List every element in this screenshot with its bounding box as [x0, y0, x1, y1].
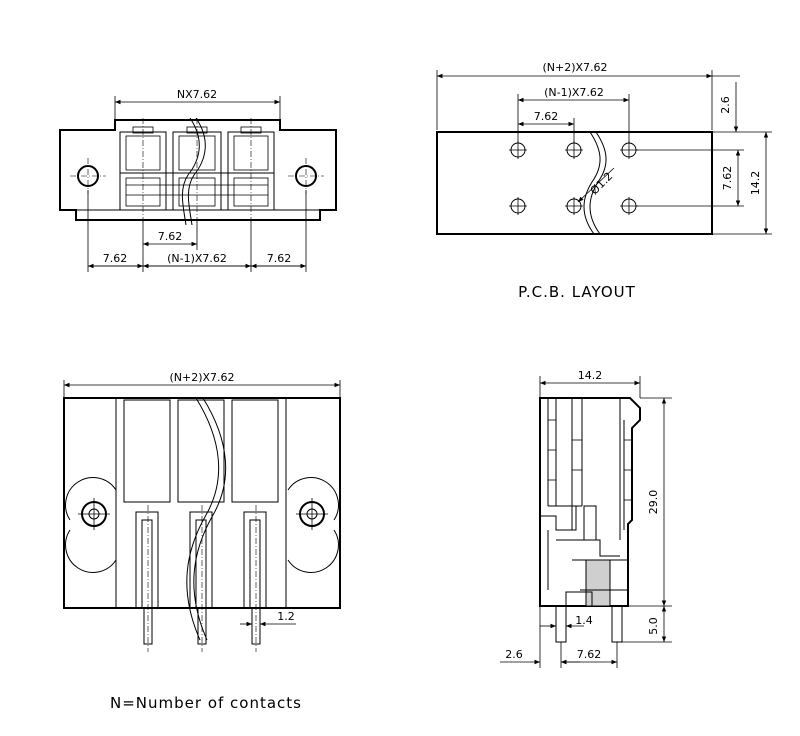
back-dim-overall: (N+2)X7.62 — [169, 371, 234, 384]
back-mount-hole-left — [78, 498, 110, 530]
side-dim-height: 29.0 — [647, 490, 660, 515]
contacts-note: N=Number of contacts — [110, 694, 302, 712]
front-view: NX7.62 7.62 7.62 (N-1)X7.62 7.62 — [59, 88, 337, 272]
side-view: 14.2 29.0 — [500, 369, 672, 668]
back-pins — [135, 505, 267, 652]
side-dim-pitch: 7.62 — [577, 648, 602, 661]
pcb-layout-view: Ø1.2 (N+2)X7.62 (N-1)X7.62 7.62 2.6 7.62… — [436, 61, 772, 301]
front-dim-middle: (N-1)X7.62 — [167, 252, 227, 265]
break-line — [181, 117, 200, 226]
front-dim-pitch: 7.62 — [158, 230, 183, 243]
front-dim-top: NX7.62 — [177, 88, 217, 101]
back-mount-hole-right — [296, 498, 328, 530]
pcb-layout-caption: P.C.B. LAYOUT — [518, 283, 636, 301]
pcb-dim-height: 14.2 — [749, 171, 762, 196]
mount-hole-right — [288, 158, 324, 194]
side-dim-left: 2.6 — [505, 648, 523, 661]
front-dim-right: 7.62 — [267, 252, 292, 265]
side-dim-pin-len: 5.0 — [647, 617, 660, 635]
pcb-dim-offset: 2.6 — [719, 96, 732, 114]
pcb-dim-pitch: 7.62 — [534, 110, 559, 123]
front-dim-left: 7.62 — [103, 252, 128, 265]
pcb-dim-row-pitch: 7.62 — [721, 166, 734, 191]
back-view: (N+2)X7.62 — [63, 371, 341, 712]
back-dim-pin: 1.2 — [277, 610, 295, 623]
contact-cages — [119, 118, 275, 222]
pcb-dim-span: (N-1)X7.62 — [544, 86, 604, 99]
pcb-dim-overall: (N+2)X7.62 — [542, 61, 607, 74]
pcb-holes — [509, 141, 638, 215]
side-dim-width: 14.2 — [578, 369, 603, 382]
mount-hole-left — [70, 158, 106, 194]
side-dim-pin-thk: 1.4 — [575, 614, 593, 627]
pcb-dim-hole: Ø1.2 — [588, 170, 616, 198]
